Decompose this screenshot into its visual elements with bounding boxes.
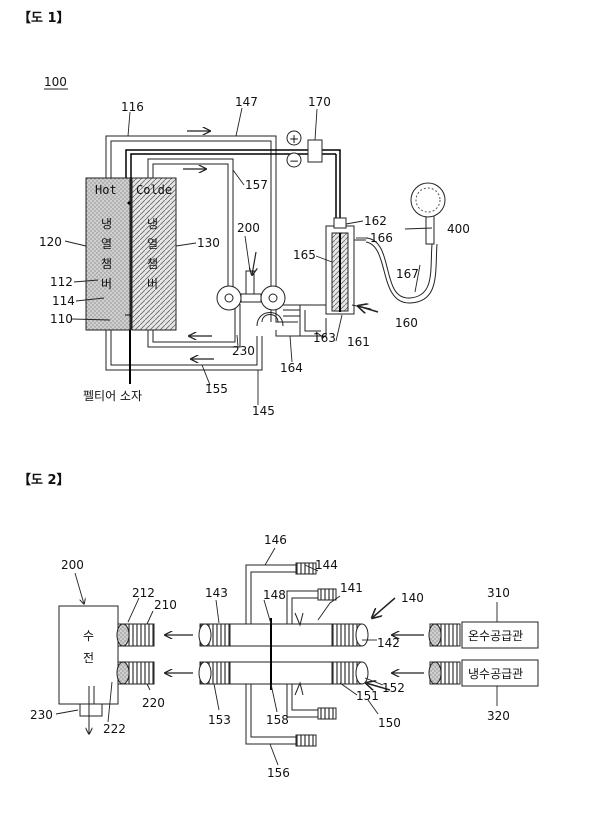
- svg-text:170: 170: [308, 95, 331, 109]
- svg-text:163: 163: [313, 331, 336, 345]
- svg-text:112: 112: [50, 275, 73, 289]
- plus-symbol: +: [289, 132, 299, 146]
- hot-supply-box: [461, 621, 539, 649]
- hot-pipe-140: [198, 623, 369, 647]
- faucet-text: 수: [83, 629, 94, 643]
- branch-pipes: [245, 564, 318, 745]
- svg-text:151: 151: [356, 689, 379, 703]
- svg-text:160: 160: [395, 316, 418, 330]
- outlet-230: [79, 703, 103, 717]
- fig2-reference-numbers: 200 212 210 220 222 230 146 144 141 143 …: [30, 533, 510, 780]
- svg-text:142: 142: [377, 636, 400, 650]
- fig1-reference-numbers: 116 147 170 157 120 130 200 112 114 110 …: [39, 95, 470, 418]
- svg-text:212: 212: [132, 586, 155, 600]
- svg-text:152: 152: [382, 681, 405, 695]
- svg-text:120: 120: [39, 235, 62, 249]
- svg-text:200: 200: [61, 558, 84, 572]
- cold-pipe-150: [198, 661, 369, 685]
- cold-label: Colde: [136, 183, 172, 197]
- svg-text:챔: 챔: [147, 256, 158, 271]
- svg-text:146: 146: [264, 533, 287, 547]
- peltier-label: 펠티어 소자: [83, 389, 142, 403]
- svg-text:230: 230: [30, 708, 53, 722]
- hot-supply-label: 온수공급관: [468, 629, 523, 643]
- connector-210: [116, 623, 155, 647]
- svg-text:버: 버: [101, 277, 112, 291]
- svg-text:150: 150: [378, 716, 401, 730]
- hot-chamber: [85, 177, 131, 331]
- minus-symbol: −: [289, 154, 299, 168]
- svg-text:챔: 챔: [101, 256, 112, 271]
- hot-loop-pipe: [105, 135, 300, 371]
- svg-text:166: 166: [370, 231, 393, 245]
- svg-text:148: 148: [263, 588, 286, 602]
- svg-text:162: 162: [364, 214, 387, 228]
- fig2-title: 【도 2】: [18, 472, 70, 488]
- hot-chamber-text: 냉 열 챔 버: [101, 217, 112, 291]
- svg-text:157: 157: [245, 178, 268, 192]
- svg-text:145: 145: [252, 404, 275, 418]
- cold-chamber-text: 냉 열 챔 버: [147, 217, 158, 291]
- svg-text:222: 222: [103, 722, 126, 736]
- svg-text:냉: 냉: [147, 217, 158, 231]
- svg-text:153: 153: [208, 713, 231, 727]
- figure-2: 【도 2】 수 전: [18, 472, 539, 780]
- cold-chamber: [131, 177, 177, 331]
- power-wires: [125, 149, 341, 220]
- svg-text:156: 156: [267, 766, 290, 780]
- svg-text:열: 열: [101, 237, 112, 251]
- svg-text:165: 165: [293, 248, 316, 262]
- svg-text:230: 230: [232, 344, 255, 358]
- svg-text:164: 164: [280, 361, 303, 375]
- svg-text:냉: 냉: [101, 217, 112, 231]
- svg-text:114: 114: [52, 294, 75, 308]
- system-label: 100: [44, 75, 67, 89]
- svg-text:140: 140: [401, 591, 424, 605]
- svg-text:버: 버: [147, 277, 158, 291]
- cold-supply-label: 냉수공급관: [468, 667, 523, 681]
- svg-text:167: 167: [396, 267, 419, 281]
- svg-text:155: 155: [205, 382, 228, 396]
- fig1-title: 【도 1】: [18, 10, 70, 26]
- svg-text:161: 161: [347, 335, 370, 349]
- hot-label: Hot: [95, 183, 117, 197]
- cold-supply-box: [461, 659, 539, 687]
- svg-text:116: 116: [121, 100, 144, 114]
- svg-text:143: 143: [205, 586, 228, 600]
- svg-text:110: 110: [50, 312, 73, 326]
- svg-text:310: 310: [487, 586, 510, 600]
- svg-text:전: 전: [83, 651, 94, 665]
- svg-text:130: 130: [197, 236, 220, 250]
- figure-1: 【도 1】 100 Hot Colde 냉 열 챔 버: [18, 10, 470, 418]
- svg-text:400: 400: [447, 222, 470, 236]
- svg-text:200: 200: [237, 221, 260, 235]
- svg-text:320: 320: [487, 709, 510, 723]
- svg-text:158: 158: [266, 713, 289, 727]
- svg-text:144: 144: [315, 558, 338, 572]
- valve-handle-200: [245, 270, 255, 295]
- svg-text:220: 220: [142, 696, 165, 710]
- svg-text:210: 210: [154, 598, 177, 612]
- controller-170: [307, 139, 323, 163]
- svg-text:열: 열: [147, 237, 158, 251]
- svg-text:141: 141: [340, 581, 363, 595]
- connector-220: [116, 661, 155, 685]
- svg-text:147: 147: [235, 95, 258, 109]
